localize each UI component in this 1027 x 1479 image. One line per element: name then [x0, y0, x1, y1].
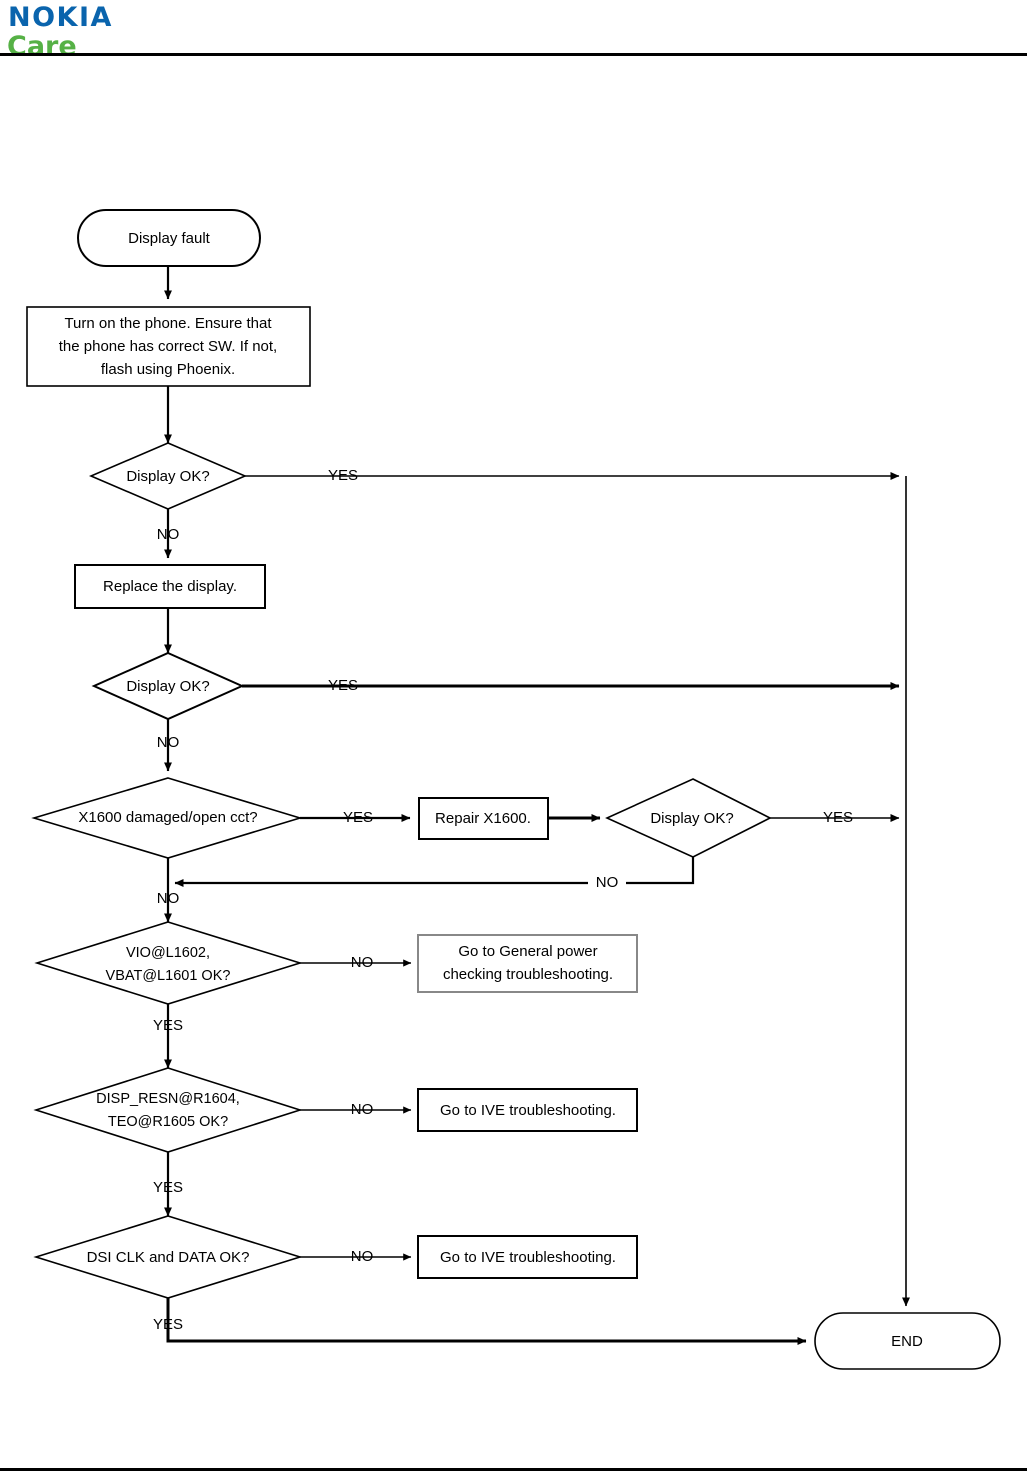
node-replace-display[interactable]	[74, 564, 266, 609]
node-decision-display-ok-3[interactable]	[605, 778, 772, 858]
node-decision-display-ok-2-label: Display OK?	[126, 678, 209, 695]
nokia-care-logo: NOKIA Care	[7, 2, 113, 60]
edge-label-yes-vio: YES	[153, 1017, 183, 1034]
node-decision-display-ok-1-label: Display OK?	[126, 468, 209, 485]
node-start-label: Display fault	[128, 230, 211, 247]
node-general-power-troubleshooting[interactable]	[417, 934, 638, 993]
footer-divider-rule	[0, 1468, 1027, 1471]
node-decision-display-ok-1[interactable]	[88, 442, 248, 510]
edge-label-no-x1600: NO	[157, 890, 180, 907]
node-end-terminator[interactable]	[814, 1312, 1001, 1370]
node-decision-dsi-clk-data[interactable]	[33, 1215, 303, 1299]
node-general-power-line1: Go to General power	[458, 943, 597, 960]
node-decision-vio-vbat[interactable]	[34, 921, 303, 1005]
node-general-power-line2: checking troubleshooting.	[443, 966, 613, 983]
node-repair-x1600[interactable]	[418, 797, 549, 840]
node-decision-x1600[interactable]	[31, 777, 303, 859]
edge-dispok3-no-loopback	[174, 853, 695, 887]
edge-label-no-1: NO	[157, 526, 180, 543]
node-ive-troubleshooting-1-label: Go to IVE troubleshooting.	[440, 1102, 616, 1119]
edge-label-no-2: NO	[157, 734, 180, 751]
edge-label-no-dsi: NO	[351, 1248, 374, 1265]
node-ive-troubleshooting-2-label: Go to IVE troubleshooting.	[440, 1249, 616, 1266]
edge-label-yes-x1600: YES	[343, 809, 373, 826]
node-decision-disp-resn-line2: TEO@R1605 OK?	[108, 1114, 228, 1130]
brand-nokia-text: NOKIA	[8, 2, 113, 33]
edge-label-yes-2: YES	[328, 677, 358, 694]
node-ive-troubleshooting-1[interactable]	[417, 1088, 638, 1132]
edge-label-yes-dsi: YES	[153, 1316, 183, 1333]
node-decision-vio-vbat-line1: VIO@L1602,	[126, 945, 210, 961]
edge-label-yes-3: YES	[823, 809, 853, 826]
node-decision-x1600-label: X1600 damaged/open cct?	[78, 809, 257, 826]
node-turn-on-phone-line2: the phone has correct SW. If not,	[59, 338, 277, 355]
node-replace-display-label: Replace the display.	[103, 578, 237, 595]
node-start-terminator[interactable]	[77, 209, 261, 267]
edge-label-yes-1: YES	[328, 467, 358, 484]
node-decision-disp-resn-line1: DISP_RESN@R1604,	[96, 1091, 240, 1107]
edge-label-no-vio: NO	[351, 954, 374, 971]
edge-label-no-3: NO	[596, 874, 619, 891]
node-decision-disp-resn[interactable]	[33, 1067, 303, 1153]
edge-label-yes-resn: YES	[153, 1179, 183, 1196]
node-decision-vio-vbat-line2: VBAT@L1601 OK?	[106, 968, 231, 984]
edge-dsi-yes-to-end	[166, 1291, 807, 1345]
header-divider-rule	[0, 53, 1027, 56]
node-turn-on-phone-line1: Turn on the phone. Ensure that	[64, 315, 272, 332]
node-ive-troubleshooting-2[interactable]	[417, 1235, 638, 1279]
node-end-label: END	[891, 1333, 923, 1350]
node-decision-dsi-clk-data-label: DSI CLK and DATA OK?	[87, 1249, 250, 1266]
edge-label-no-resn: NO	[351, 1101, 374, 1118]
node-decision-display-ok-2[interactable]	[91, 651, 245, 721]
node-repair-x1600-label: Repair X1600.	[435, 810, 531, 827]
edge-label-no-3-backdrop	[588, 874, 626, 892]
node-decision-display-ok-3-label: Display OK?	[650, 810, 733, 827]
node-turn-on-phone-line3: flash using Phoenix.	[101, 361, 235, 378]
node-turn-on-phone[interactable]	[26, 306, 311, 387]
